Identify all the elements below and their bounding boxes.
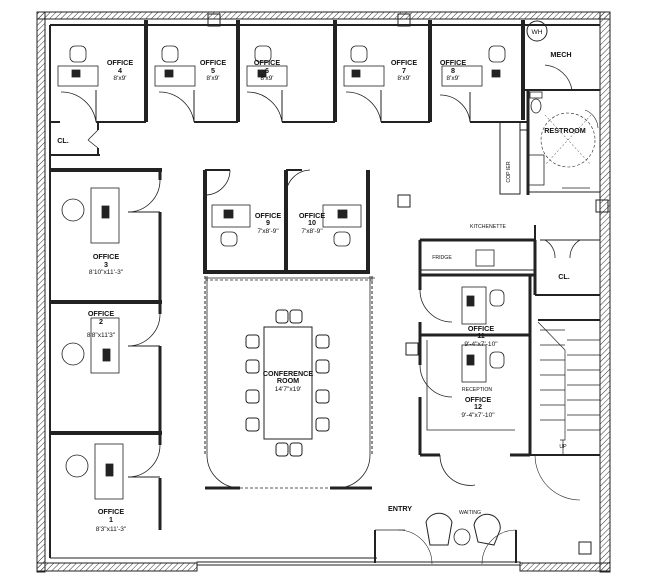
office-12-name: OFFICE: [465, 395, 492, 404]
office-1-number: 1: [109, 515, 113, 524]
office-10-number: 10: [308, 218, 316, 227]
office-5-number: 5: [211, 66, 215, 75]
center-office-furniture: [211, 204, 362, 247]
entry-label: ENTRY: [388, 504, 412, 513]
office-11-number: 11: [477, 331, 485, 340]
office-5-size: 8'x9': [206, 75, 219, 82]
office-7-number: 7: [402, 66, 406, 75]
office-4-size: 8'x9': [113, 75, 126, 82]
conference-size: 14'7"x19': [275, 386, 302, 393]
exterior-walls: [36, 11, 611, 573]
office-9-size: 7'x8'-9": [257, 228, 279, 235]
office-7-size: 8'x9': [397, 75, 410, 82]
waiting-furniture: [375, 512, 517, 565]
office-8-number: 8: [451, 66, 455, 75]
office-6-name: OFFICE: [254, 58, 281, 67]
office-9-number: 9: [266, 218, 270, 227]
closet-left-label: CL.: [57, 136, 69, 145]
office-12-size: 9'-4"x7'-10": [461, 412, 495, 419]
office-2-name: OFFICE: [88, 309, 115, 318]
copier-label: COP IER: [506, 161, 512, 182]
left-office-walls: [50, 122, 162, 530]
reception-label: RECEPTION: [462, 387, 493, 393]
center-office-walls: [203, 169, 370, 274]
waiting-label: WAITING: [459, 510, 481, 516]
restroom-label: RESTROOM: [544, 126, 586, 135]
office-12-number: 12: [474, 402, 482, 411]
office-9-name: OFFICE: [255, 211, 282, 220]
office-10-name: OFFICE: [299, 211, 326, 220]
office-11-size: 9'-4"x7'-10": [464, 341, 498, 348]
office-1-size: 8'3"x11'-3": [96, 526, 127, 533]
office-6-number: 6: [265, 66, 269, 75]
stair-up-label: UP: [559, 444, 567, 450]
room-labels: OFFICE 4 8'x9' OFFICE 5 8'x9' OFFICE 6 8…: [57, 29, 586, 533]
staircase: [530, 319, 600, 501]
office-7-name: OFFICE: [391, 58, 418, 67]
office-10-size: 7'x8'-9": [301, 228, 323, 235]
office-6-size: 8'x9': [260, 75, 273, 82]
office-8-name: OFFICE: [440, 58, 467, 67]
water-heater-label: WH: [532, 29, 543, 36]
fridge-label: FRIDGE: [432, 255, 452, 261]
office-11-name: OFFICE: [468, 324, 495, 333]
office-3-size: 8'10"x11'-3": [89, 269, 124, 276]
mech-label: MECH: [550, 50, 571, 59]
right-office-furniture: [461, 286, 505, 383]
office-8-size: 8'x9': [446, 75, 459, 82]
conference-name-2: ROOM: [277, 376, 299, 385]
office-2-number: 2: [99, 317, 103, 326]
office-4-name: OFFICE: [107, 58, 134, 67]
office-4-number: 4: [118, 66, 122, 75]
closet-right-label: CL.: [558, 272, 570, 281]
kitchenette-label: KITCHENETTE: [470, 224, 507, 230]
right-wing-walls: [418, 20, 600, 296]
office-2-size: 8'8"x11'3": [87, 332, 116, 339]
office-3-number: 3: [104, 260, 108, 269]
top-office-walls: [50, 20, 600, 123]
conference-name: CONFERENCE: [263, 369, 314, 378]
office-5-name: OFFICE: [200, 58, 227, 67]
conference-room: [204, 276, 375, 490]
office-3-name: OFFICE: [93, 252, 120, 261]
right-office-walls: [418, 273, 535, 486]
top-office-furniture: [57, 45, 506, 87]
left-office-furniture: [61, 187, 124, 500]
office-1-name: OFFICE: [98, 507, 125, 516]
